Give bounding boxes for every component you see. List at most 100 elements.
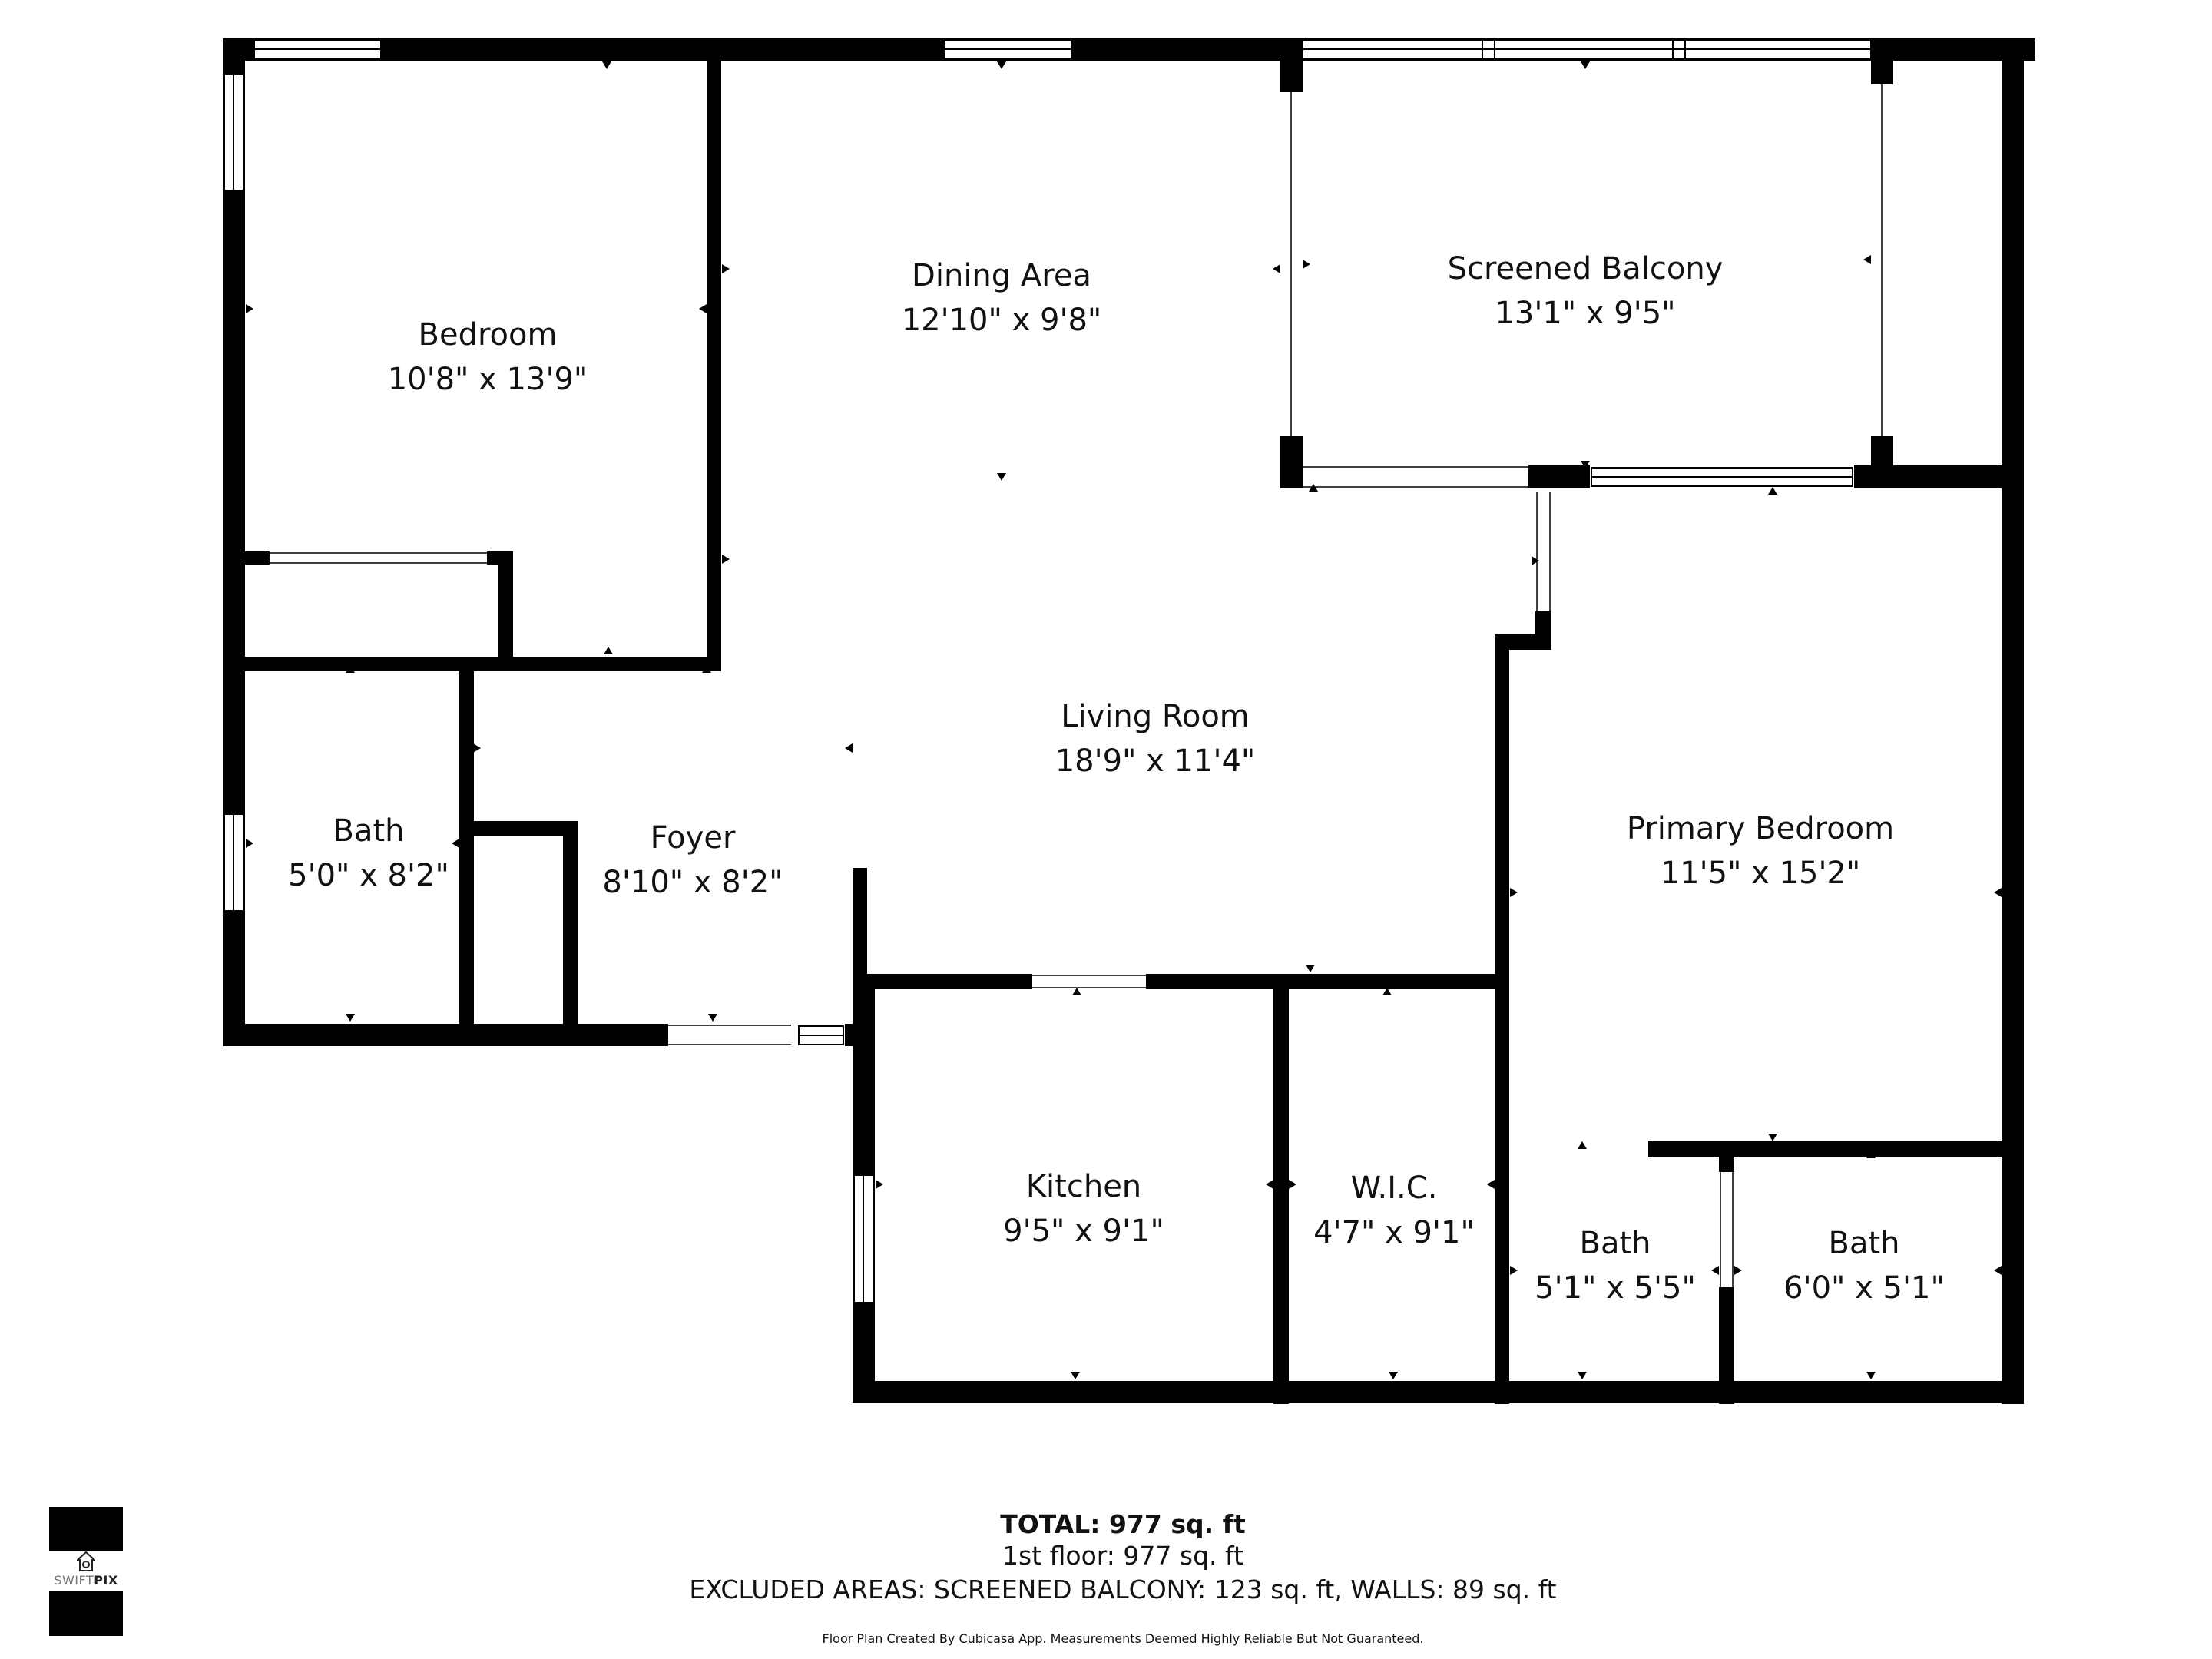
wall bbox=[707, 61, 721, 671]
marker bbox=[997, 473, 1006, 481]
marker bbox=[1510, 1266, 1518, 1275]
room-name: Bath bbox=[1828, 1226, 1900, 1261]
marker bbox=[876, 1180, 883, 1189]
room-name: Living Room bbox=[1061, 699, 1250, 734]
room-size: 6'0" x 5'1" bbox=[1783, 1270, 1945, 1306]
logo-bold: PIX bbox=[94, 1573, 118, 1588]
room-label-wic: W.I.C. 4'7" x 9'1" bbox=[1313, 1166, 1475, 1255]
room-label-living-room: Living Room 18'9" x 11'4" bbox=[1055, 694, 1256, 783]
marker bbox=[1532, 556, 1539, 565]
marker bbox=[1273, 264, 1280, 273]
wall bbox=[459, 671, 474, 1024]
room-label-dining-area: Dining Area 12'10" x 9'8" bbox=[902, 253, 1102, 343]
house-camera-icon bbox=[77, 1551, 95, 1571]
room-size: 5'1" x 5'5" bbox=[1535, 1270, 1696, 1306]
wall bbox=[1273, 974, 1289, 1404]
room-name: Bath bbox=[333, 813, 405, 849]
windows bbox=[224, 39, 1872, 1303]
room-name: Kitchen bbox=[1025, 1169, 1142, 1204]
marker bbox=[1071, 1372, 1080, 1379]
disclaimer: Floor Plan Created By Cubicasa App. Meas… bbox=[822, 1631, 1424, 1646]
room-size: 12'10" x 9'8" bbox=[901, 303, 1102, 338]
marker bbox=[246, 304, 253, 313]
wall bbox=[853, 1381, 2024, 1403]
marker bbox=[722, 555, 730, 564]
wall bbox=[1528, 465, 1590, 488]
marker bbox=[1866, 1372, 1876, 1379]
room-name: Dining Area bbox=[912, 258, 1091, 293]
total-area: TOTAL: 977 sq. ft bbox=[1000, 1509, 1246, 1539]
wall bbox=[245, 551, 270, 565]
wall bbox=[223, 38, 1267, 61]
marker bbox=[1309, 484, 1318, 492]
logo-wordmark: SWIFTPIX bbox=[49, 1573, 123, 1588]
marker bbox=[1072, 988, 1081, 995]
marker bbox=[699, 304, 707, 313]
marker bbox=[1866, 1151, 1876, 1158]
excluded-areas: EXCLUDED AREAS: SCREENED BALCONY: 123 sq… bbox=[689, 1575, 1557, 1604]
marker bbox=[702, 665, 711, 673]
marker bbox=[1578, 1372, 1587, 1379]
marker bbox=[1303, 260, 1310, 269]
room-size: 10'8" x 13'9" bbox=[387, 362, 588, 397]
room-name: Bath bbox=[1579, 1226, 1651, 1261]
walls bbox=[223, 38, 2035, 1404]
marker bbox=[246, 839, 253, 848]
room-name: Bedroom bbox=[418, 317, 558, 353]
wall bbox=[498, 551, 513, 657]
room-label-bath: Bath 5'1" x 5'5" bbox=[1535, 1221, 1696, 1310]
marker bbox=[1306, 965, 1315, 972]
room-size: 13'1" x 9'5" bbox=[1495, 296, 1676, 331]
wall bbox=[1280, 38, 1303, 92]
marker bbox=[1389, 1372, 1398, 1379]
wall bbox=[1146, 974, 1509, 989]
marker bbox=[1734, 1266, 1742, 1275]
logo-block-top bbox=[49, 1507, 123, 1551]
room-size: 11'5" x 15'2" bbox=[1660, 856, 1861, 891]
swiftpix-logo: SWIFTPIX bbox=[49, 1507, 123, 1636]
wall bbox=[2002, 38, 2024, 1404]
marker bbox=[473, 743, 481, 753]
room-label-kitchen: Kitchen 9'5" x 9'1" bbox=[1003, 1164, 1164, 1253]
room-size: 4'7" x 9'1" bbox=[1313, 1215, 1475, 1250]
room-name: W.I.C. bbox=[1350, 1171, 1438, 1206]
room-label-bath: Bath 6'0" x 5'1" bbox=[1783, 1221, 1945, 1310]
marker bbox=[845, 743, 853, 753]
wall bbox=[1871, 38, 1893, 84]
wall bbox=[563, 821, 578, 1024]
room-label-bath: Bath 5'0" x 8'2" bbox=[288, 809, 449, 898]
marker bbox=[1863, 255, 1871, 264]
wall bbox=[1280, 436, 1303, 488]
marker bbox=[1578, 1141, 1587, 1149]
wall bbox=[1495, 634, 1509, 1404]
room-name: Foyer bbox=[650, 820, 736, 856]
room-size: 8'10" x 8'2" bbox=[602, 865, 783, 900]
wall bbox=[474, 821, 578, 836]
logo-block-bottom bbox=[49, 1591, 123, 1636]
wall bbox=[1719, 1287, 1734, 1404]
room-size: 18'9" x 11'4" bbox=[1055, 743, 1256, 779]
marker bbox=[997, 61, 1006, 69]
room-label-screened-balcony: Screened Balcony 13'1" x 9'5" bbox=[1448, 247, 1724, 336]
room-label-foyer: Foyer 8'10" x 8'2" bbox=[602, 816, 783, 905]
wall bbox=[1719, 1141, 1734, 1172]
logo-light: SWIFT bbox=[54, 1573, 94, 1588]
room-size: 5'0" x 8'2" bbox=[288, 858, 449, 893]
room-name: Primary Bedroom bbox=[1626, 811, 1895, 846]
room-name: Screened Balcony bbox=[1447, 251, 1724, 286]
marker bbox=[1768, 487, 1777, 495]
floor-area: 1st floor: 977 sq. ft bbox=[1002, 1541, 1243, 1571]
wall bbox=[1648, 1141, 2024, 1157]
wall bbox=[1854, 465, 2024, 488]
marker bbox=[346, 1014, 355, 1022]
marker bbox=[1266, 1180, 1273, 1189]
room-label-bedroom: Bedroom 10'8" x 13'9" bbox=[388, 313, 588, 402]
marker bbox=[1711, 1266, 1719, 1275]
marker bbox=[722, 264, 730, 273]
marker bbox=[1487, 1180, 1495, 1189]
marker bbox=[1581, 461, 1590, 469]
marker bbox=[346, 665, 355, 673]
marker bbox=[1581, 61, 1590, 69]
marker bbox=[604, 647, 613, 654]
